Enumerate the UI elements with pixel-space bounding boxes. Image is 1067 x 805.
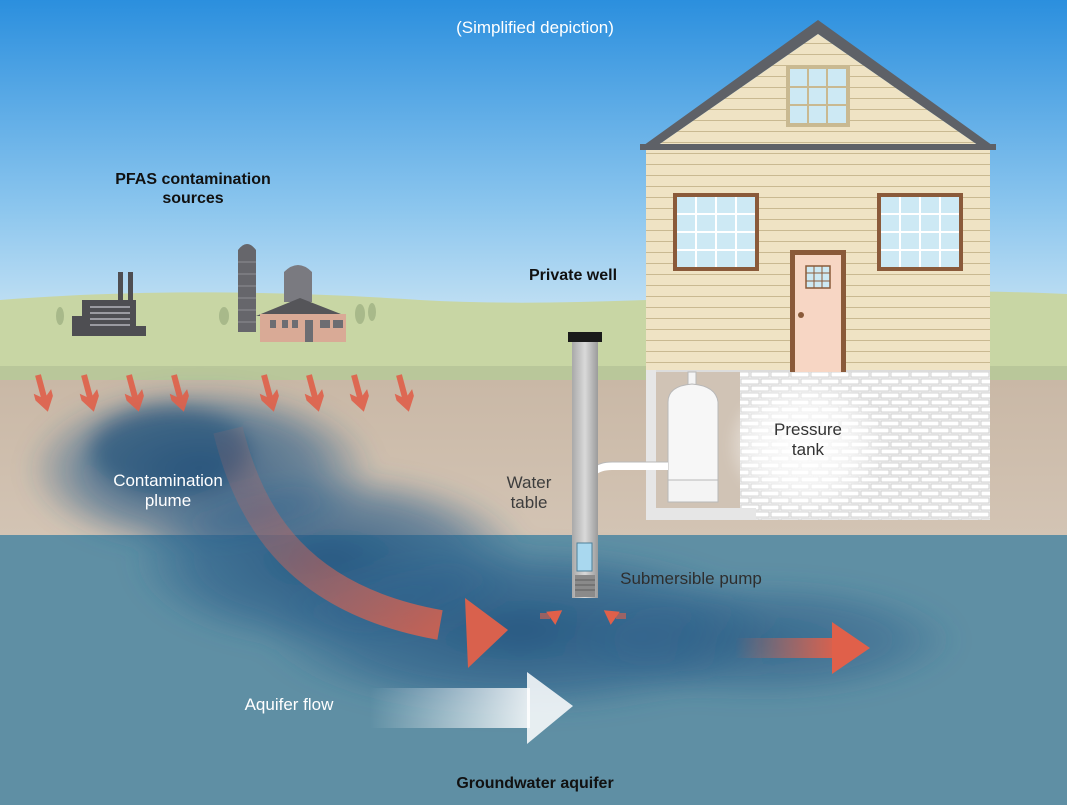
submersible-pump-label: Submersible pump	[620, 569, 762, 588]
pressure-tank-label: Pressure tank	[773, 420, 843, 460]
farmhouse-icon	[256, 265, 346, 342]
contamination-plume-label: Contamination plume	[113, 471, 223, 511]
depiction-note: (Simplified depiction)	[456, 18, 614, 37]
left-window	[673, 193, 759, 271]
submersible-pump-body	[576, 542, 593, 572]
door	[790, 250, 846, 372]
pressure-tank-glow	[725, 375, 885, 515]
water-table-label: Water table	[506, 473, 552, 513]
well-casing	[568, 332, 668, 598]
outflow-contamination-arrow	[735, 622, 870, 674]
curved-contamination-arrow	[213, 426, 508, 668]
aquifer-flow-arrow	[370, 672, 573, 744]
contamination-down-arrows	[33, 374, 414, 412]
attic-window	[786, 65, 850, 127]
pressure-tank	[667, 371, 719, 503]
private-well-label: Private well	[528, 267, 618, 284]
house	[640, 20, 996, 372]
pump-contamination-arrows	[540, 610, 626, 625]
pfas-sources-label: PFAS contamination sources	[115, 171, 271, 208]
silo-icon	[238, 244, 256, 332]
factory-icon	[72, 272, 146, 336]
groundwater-aquifer-label: Groundwater aquifer	[456, 775, 614, 792]
aquifer-flow-label: Aquifer flow	[244, 695, 334, 714]
shrubs	[56, 303, 376, 325]
door-knob	[798, 312, 804, 318]
right-window	[877, 193, 963, 271]
